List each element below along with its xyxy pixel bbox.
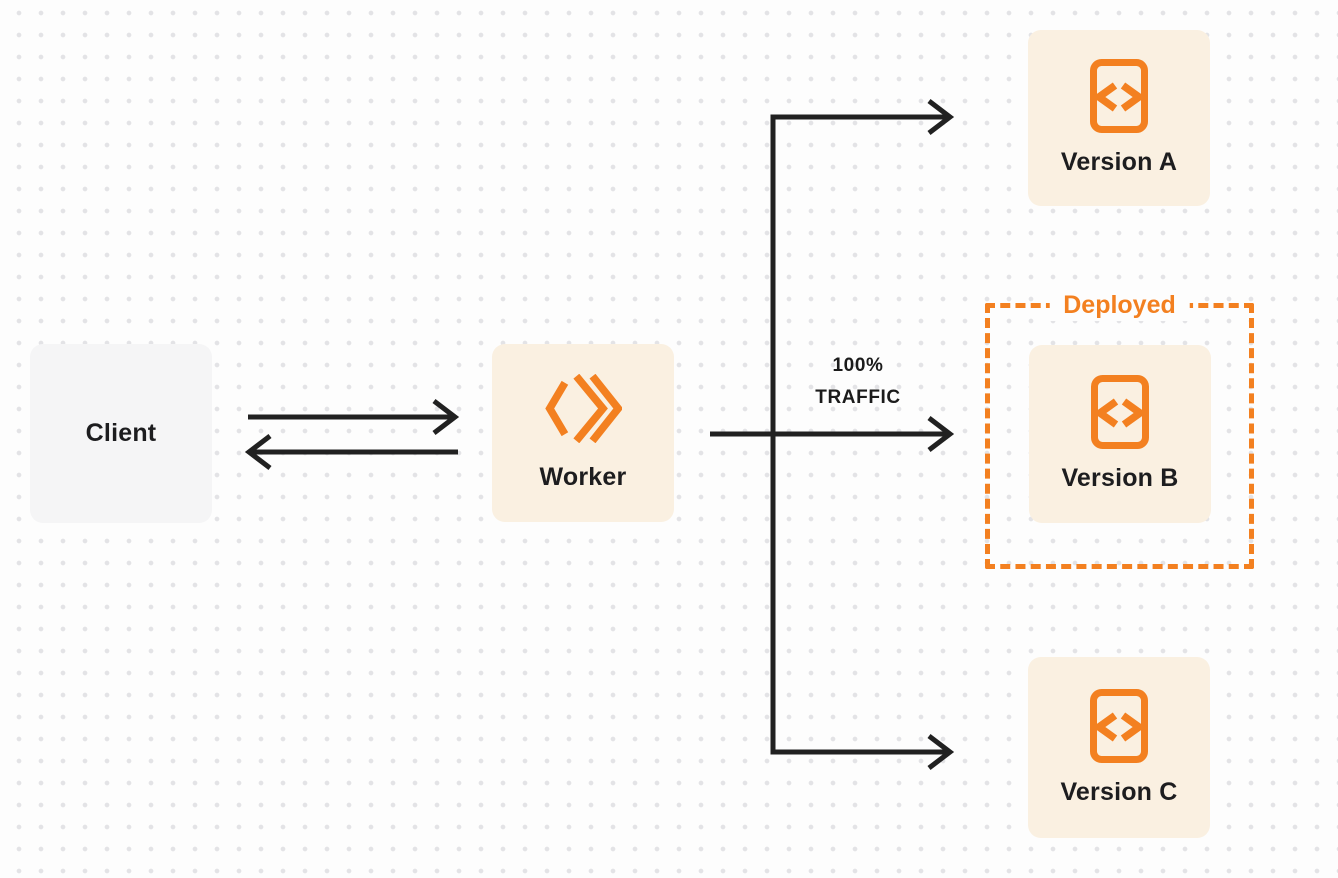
- code-file-icon: [1090, 59, 1148, 133]
- worker-label: Worker: [539, 463, 627, 491]
- traffic-percent: 100%: [832, 355, 884, 376]
- version-a-node: Version A: [1028, 30, 1210, 206]
- version-c-label: Version C: [1060, 777, 1178, 806]
- version-c-arrow: [770, 734, 955, 770]
- response-arrow: [244, 434, 458, 470]
- code-file-icon: [1090, 688, 1148, 763]
- traffic-arrow: [710, 416, 955, 452]
- client-label: Client: [85, 419, 157, 447]
- cloudflare-workers-logo-icon: [545, 374, 622, 443]
- client-node: Client: [30, 344, 212, 523]
- request-arrow: [248, 399, 460, 435]
- traffic-label: 100% TRAFFIC: [788, 350, 928, 414]
- version-a-label: Version A: [1060, 148, 1178, 176]
- version-b-node: Version B: [1029, 345, 1211, 523]
- deployed-label: Deployed: [1049, 290, 1190, 321]
- version-c-node: Version C: [1028, 657, 1210, 838]
- traffic-word: TRAFFIC: [815, 387, 901, 408]
- code-file-icon: [1091, 375, 1149, 449]
- version-b-label: Version B: [1061, 464, 1179, 492]
- worker-node: Worker: [492, 344, 674, 522]
- version-a-arrow: [770, 99, 955, 135]
- deployed-region: Deployed: [985, 290, 1254, 569]
